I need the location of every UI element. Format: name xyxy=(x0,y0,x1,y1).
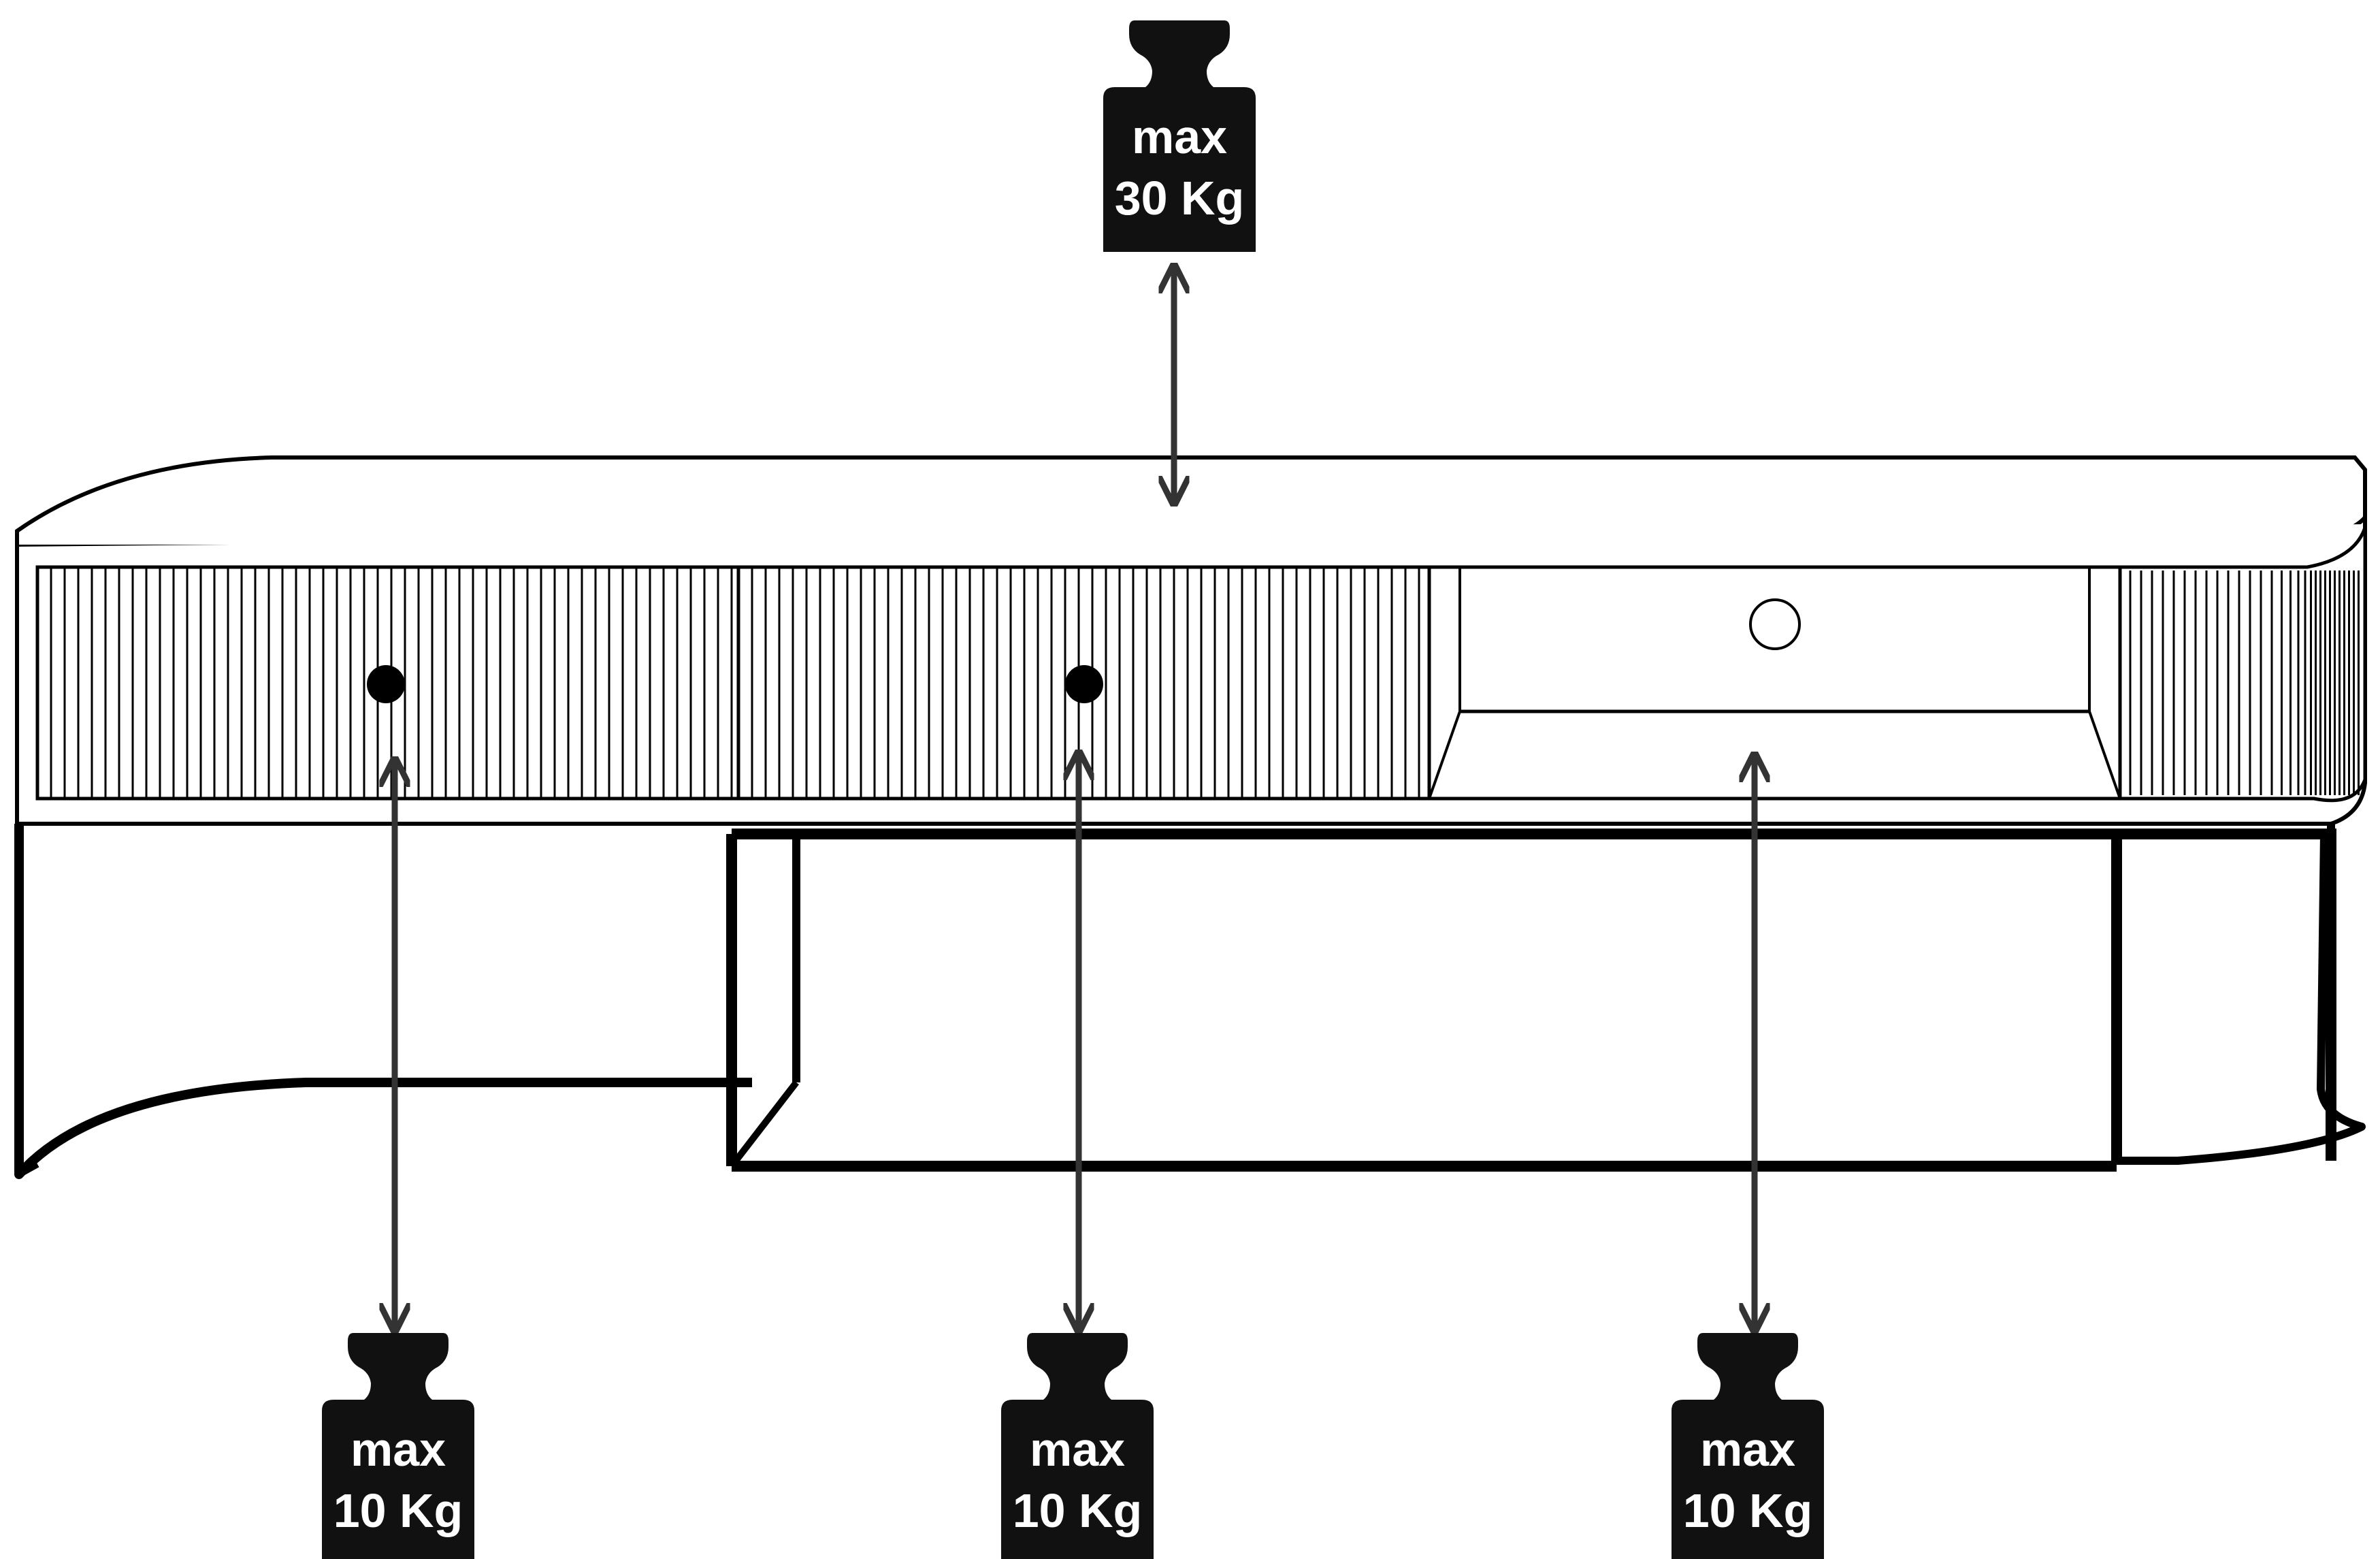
drawer-left-load-label-line1: max xyxy=(351,1423,446,1476)
drawer-left-knob xyxy=(367,665,405,703)
drawer-left-flutes xyxy=(50,568,733,797)
base-left-skirt-inner xyxy=(17,1161,39,1178)
top-load-weight: max 30 Kg xyxy=(1103,20,1256,252)
weight-icon xyxy=(322,1333,474,1559)
base-right-skirt xyxy=(2117,833,2366,1165)
compartment-load-label-line2: 10 Kg xyxy=(1683,1484,1813,1537)
drawer-middle-load-label-line2: 10 Kg xyxy=(1013,1484,1143,1537)
base-left-skirt xyxy=(14,824,752,1179)
top-load-label-line1: max xyxy=(1132,110,1227,163)
compartment-load-weight: max 10 Kg xyxy=(1672,1333,1824,1559)
base-metal-frame xyxy=(726,824,2336,1172)
cable-hole xyxy=(1749,598,1801,650)
drawer-middle-flutes xyxy=(751,568,1420,797)
curved-end-panel-flutes xyxy=(2129,570,2360,795)
drawer-left-load-label-line2: 10 Kg xyxy=(333,1484,463,1537)
drawer-middle-load-label-line1: max xyxy=(1030,1423,1125,1476)
drawer-middle-knob xyxy=(1065,665,1103,703)
drawer-middle-load-weight: max 10 Kg xyxy=(1001,1333,1154,1559)
compartment-load-label-line1: max xyxy=(1700,1423,1795,1476)
top-load-label-line2: 30 Kg xyxy=(1115,172,1245,225)
weight-icon xyxy=(1672,1333,1824,1559)
weight-icon xyxy=(1001,1333,1154,1559)
drawer-left-load-weight: max 10 Kg xyxy=(322,1333,474,1559)
open-compartment xyxy=(1427,565,2122,801)
curved-end-panel xyxy=(2118,527,2367,803)
weight-icon xyxy=(1103,20,1256,252)
